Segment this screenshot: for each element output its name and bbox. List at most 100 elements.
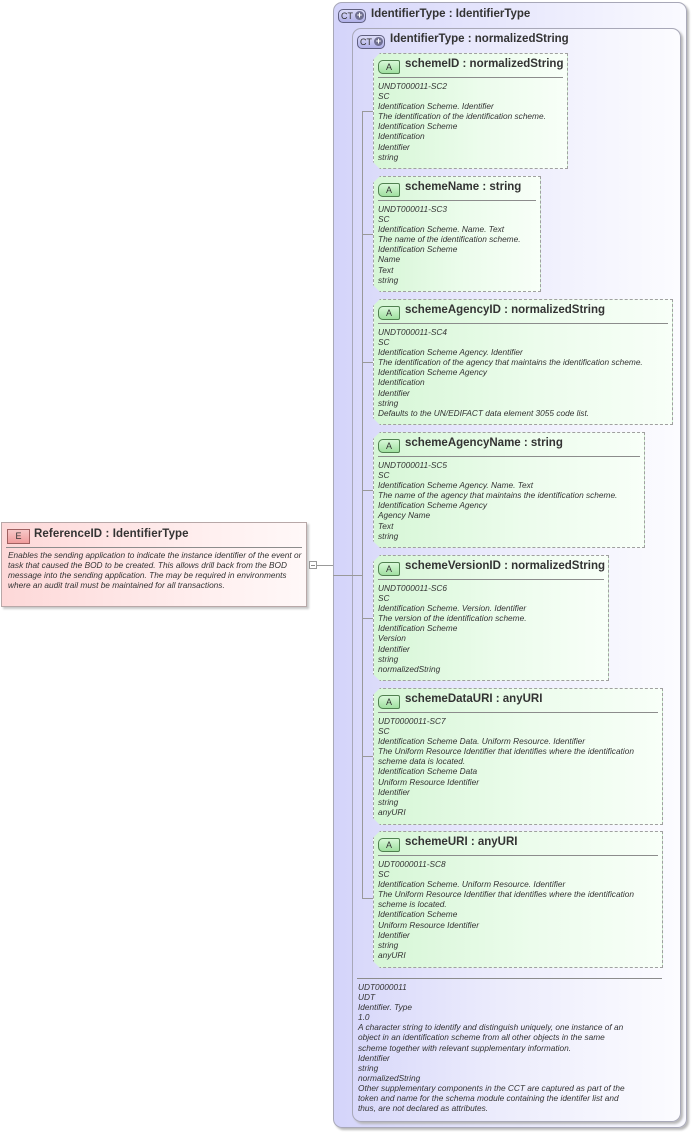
doc-line: The identification of the identification… (378, 111, 546, 122)
doc-line: SC (378, 726, 390, 737)
doc-line: Identification Scheme Agency (378, 500, 487, 511)
divider (378, 200, 536, 201)
doc-line: string (378, 939, 399, 950)
doc-line: SC (378, 91, 390, 102)
divider (6, 547, 302, 548)
expand-plus-icon: + (374, 36, 383, 46)
doc-line: UDT0000011-SC8 (378, 859, 446, 869)
doc-line: Identifier. Type (358, 1002, 412, 1013)
complex-type-title: IdentifierType : IdentifierType (371, 8, 531, 20)
element-box-referenceid[interactable]: E ReferenceID : IdentifierType Enables t… (1, 522, 307, 607)
doc-line: Other supplementary components in the CC… (358, 1082, 625, 1093)
doc-line: Identification Scheme Data. Uniform Reso… (378, 736, 586, 747)
connector-line (362, 756, 373, 757)
attribute-title: schemeDataURI : anyURI (405, 693, 543, 705)
divider (378, 855, 658, 856)
attribute-documentation: UDT0000011-SC8 SC Identification Scheme.… (378, 859, 659, 960)
attribute-documentation: UNDT000011-SC6 SC Identification Scheme.… (378, 583, 605, 674)
type-documentation: UDT0000011 UDT Identifier. Type 1.0 A ch… (358, 982, 663, 1113)
doc-line: UDT0000011 (358, 982, 407, 992)
doc-line: Identification Scheme (378, 244, 458, 255)
attribute-documentation: UNDT000011-SC5 SC Identification Scheme … (378, 460, 641, 541)
doc-line: Identification Scheme Agency. Name. Text (378, 480, 534, 491)
doc-line: string (378, 796, 399, 807)
connector-line (362, 618, 373, 619)
doc-line: anyURI (378, 806, 406, 817)
complex-type-badge-label: CT (341, 11, 353, 21)
doc-line: Identification Scheme. Uniform Resource.… (378, 879, 566, 890)
element-documentation: Enables the sending application to indic… (8, 550, 302, 591)
attribute-box-schemeagencyname[interactable]: A schemeAgencyName : string UNDT000011-S… (373, 432, 645, 548)
doc-line: UNDT000011-SC6 (378, 583, 448, 593)
doc-line: The name of the identification scheme. (378, 234, 521, 245)
attribute-box-schemename[interactable]: A schemeName : string UNDT000011-SC3 SC … (373, 176, 541, 292)
divider (357, 978, 662, 979)
doc-line: scheme together with relevant supplement… (358, 1042, 572, 1053)
doc-line: string (378, 397, 399, 408)
attribute-documentation: UNDT000011-SC3 SC Identification Scheme.… (378, 204, 537, 285)
doc-line: The Uniform Resource Identifier that ide… (378, 746, 634, 757)
doc-line: scheme data is located. (378, 756, 466, 767)
collapse-toggle-icon[interactable] (309, 561, 317, 569)
doc-line: Identifier (358, 1052, 390, 1063)
doc-line: Identification (378, 377, 425, 388)
doc-line: normalizedString (358, 1072, 421, 1083)
doc-line: anyURI (378, 949, 406, 960)
doc-line: SC (378, 593, 390, 604)
doc-line: Text (378, 264, 394, 275)
attribute-box-schemedatauri[interactable]: A schemeDataURI : anyURI UDT0000011-SC7 … (373, 688, 663, 825)
attribute-title: schemeID : normalizedString (405, 58, 564, 70)
divider (378, 579, 604, 580)
doc-line: Identification Scheme Agency. Identifier (378, 347, 523, 358)
doc-line: string (358, 1062, 379, 1073)
doc-line: Text (378, 520, 394, 531)
connector-line (362, 111, 373, 112)
attribute-documentation: UNDT000011-SC2 SC Identification Scheme.… (378, 81, 564, 162)
attribute-box-schemeversionid[interactable]: A schemeVersionID : normalizedString UND… (373, 555, 609, 681)
divider (378, 77, 563, 78)
doc-line: Identification Scheme. Version. Identifi… (378, 603, 527, 614)
doc-line: UNDT000011-SC3 (378, 204, 448, 214)
connector-line (362, 362, 373, 363)
attribute-badge-icon: A (378, 695, 400, 709)
doc-line: Identification Scheme (378, 909, 458, 920)
attribute-documentation: UNDT000011-SC4 SC Identification Scheme … (378, 327, 669, 418)
attribute-title: schemeVersionID : normalizedString (405, 560, 606, 572)
complex-type-icon: CT + (357, 35, 385, 49)
doc-line: Identifier (378, 929, 410, 940)
connector-line (352, 575, 362, 576)
doc-line: A character string to identify and disti… (358, 1022, 624, 1033)
doc-line: scheme is located. (378, 899, 447, 910)
doc-line: SC (378, 470, 390, 481)
doc-line: Identification Scheme (378, 623, 458, 634)
doc-line: SC (378, 337, 390, 348)
attribute-title: schemeAgencyID : normalizedString (405, 304, 606, 316)
connector-line (362, 898, 373, 899)
doc-line: UNDT000011-SC5 (378, 460, 448, 470)
attribute-badge-icon: A (378, 439, 400, 453)
doc-line: Identifier (378, 141, 410, 152)
doc-line: UDT (358, 992, 376, 1003)
complex-type-title: IdentifierType : normalizedString (390, 33, 569, 45)
attribute-badge-icon: A (378, 60, 400, 74)
attribute-badge-icon: A (378, 838, 400, 852)
doc-line: token and name for the schema module con… (358, 1093, 619, 1104)
doc-line: Identifier (378, 387, 410, 398)
doc-line: UNDT000011-SC4 (378, 327, 448, 337)
attribute-box-schemeuri[interactable]: A schemeURI : anyURI UDT0000011-SC8 SC I… (373, 831, 663, 968)
doc-line: Identification Scheme Data (378, 766, 478, 777)
doc-line: Identification Scheme. Name. Text (378, 224, 505, 235)
doc-line: object in an identification scheme from … (358, 1032, 605, 1043)
doc-line: Defaults to the UN/EDIFACT data element … (378, 407, 590, 418)
connector-line (333, 575, 352, 576)
doc-line: Version (378, 633, 406, 644)
complex-type-icon: CT + (338, 9, 366, 23)
doc-line: string (378, 274, 399, 285)
doc-line: Agency Name (378, 510, 431, 521)
attribute-box-schemeid[interactable]: A schemeID : normalizedString UNDT000011… (373, 53, 568, 169)
attribute-box-schemeagencyid[interactable]: A schemeAgencyID : normalizedString UNDT… (373, 299, 673, 425)
element-badge-icon: E (7, 529, 30, 544)
doc-line: Uniform Resource Identifier (378, 919, 479, 930)
expand-plus-icon: + (355, 10, 364, 20)
doc-line: thus, are not declared as attributes. (358, 1103, 489, 1114)
